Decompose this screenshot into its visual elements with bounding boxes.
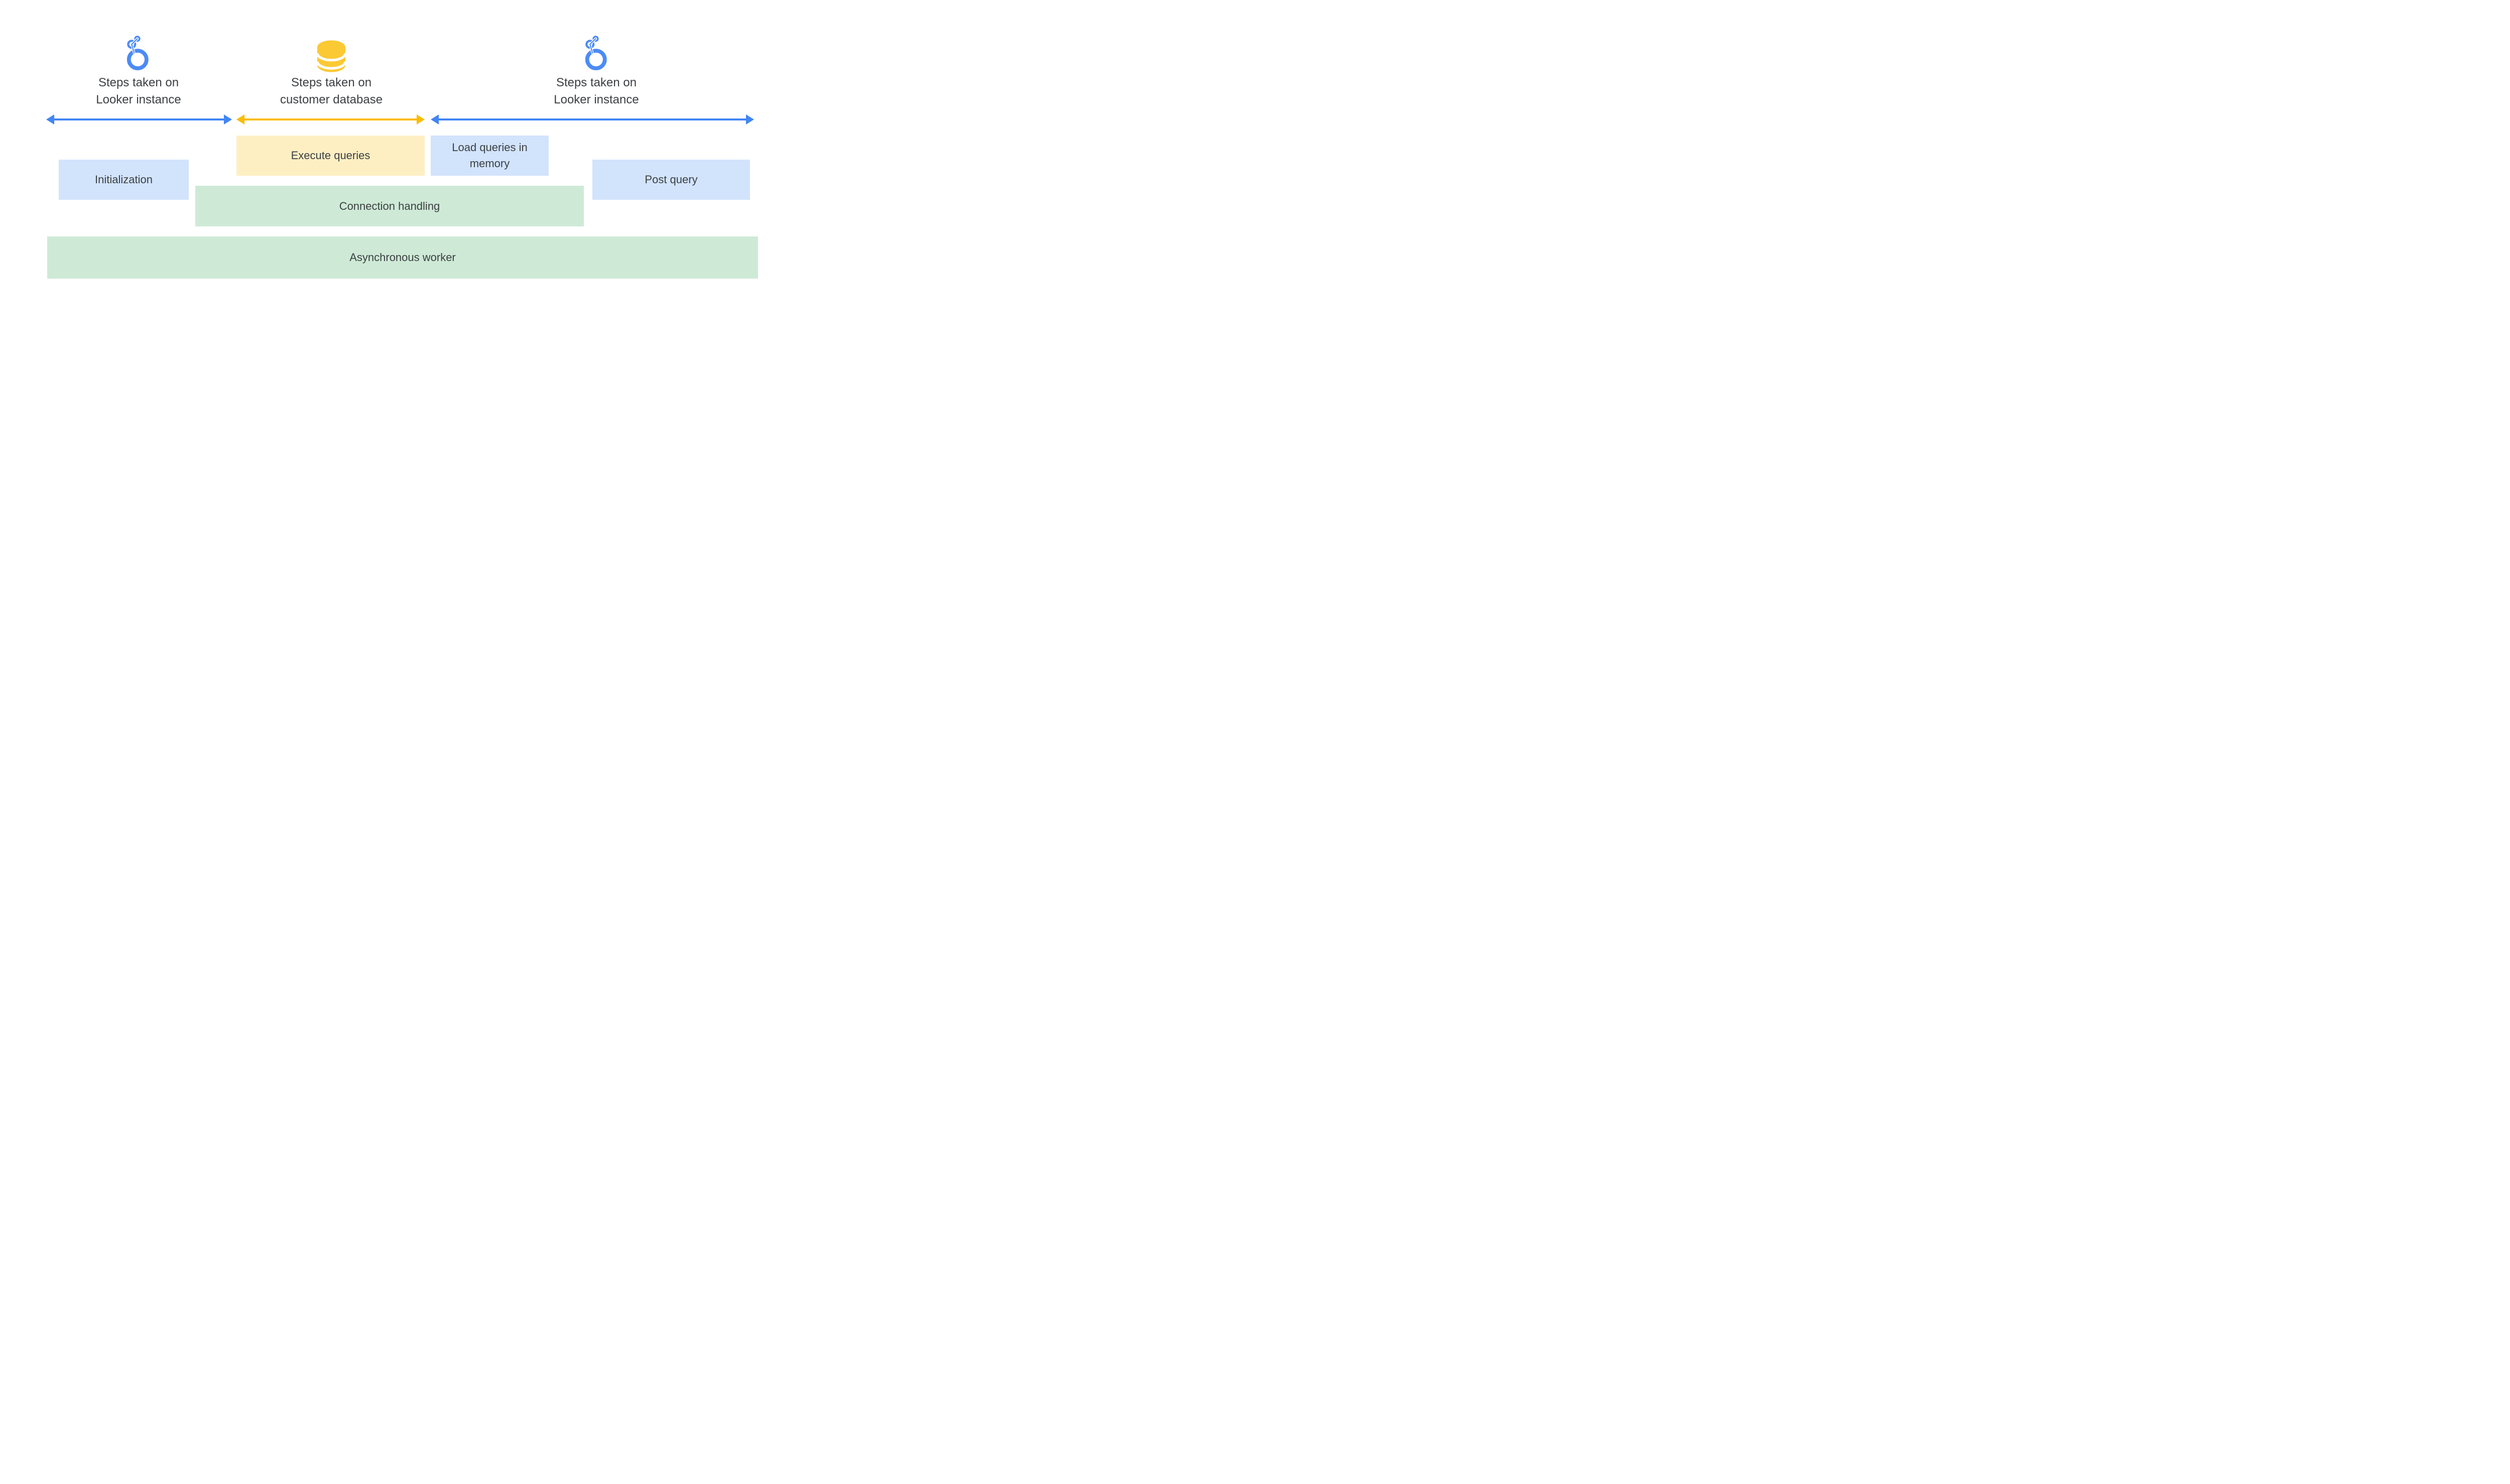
heading-line: Steps taken on [291, 76, 372, 89]
heading-line: Looker instance [96, 93, 181, 106]
step-box-execute-queries: Execute queries [236, 136, 425, 176]
arrow-shaft [244, 118, 417, 120]
arrow-shaft [439, 118, 746, 120]
step-box-label: Connection handling [339, 199, 440, 212]
database-icon [316, 40, 347, 72]
heading-line: Steps taken on [556, 76, 637, 89]
range-arrow-customer-database [236, 114, 425, 125]
step-box-label: Load queries in [452, 141, 528, 154]
arrow-head-right-icon [224, 114, 232, 125]
step-box-asynchronous-worker: Asynchronous worker [47, 236, 758, 279]
heading-line: customer database [280, 93, 383, 106]
arrow-head-left-icon [46, 114, 54, 125]
step-box-load-queries-in-memory: Load queries in memory [431, 136, 549, 176]
arrow-head-right-icon [417, 114, 425, 125]
looker-icon [127, 36, 149, 70]
arrow-head-left-icon [236, 114, 244, 125]
section-heading-customer-database: Steps taken on customer database [251, 74, 412, 108]
step-box-connection-handling: Connection handling [195, 186, 584, 226]
step-box-label: Asynchronous worker [349, 251, 456, 264]
step-box-label: Execute queries [291, 149, 370, 162]
step-box-initialization: Initialization [59, 160, 189, 200]
step-box-label: memory [469, 157, 510, 170]
range-arrow-looker-right [431, 114, 754, 125]
step-box-post-query: Post query [592, 160, 750, 200]
heading-line: Steps taken on [98, 76, 179, 89]
step-box-label: Post query [645, 173, 698, 186]
looker-icon [585, 36, 607, 70]
arrow-head-right-icon [746, 114, 754, 125]
heading-line: Looker instance [554, 93, 639, 106]
section-heading-looker-instance-left: Steps taken on Looker instance [58, 74, 219, 108]
arrow-shaft [54, 118, 224, 120]
step-box-label: Initialization [95, 173, 153, 186]
diagram-canvas: Steps taken on Looker instance Steps tak… [0, 0, 803, 297]
arrow-head-left-icon [431, 114, 439, 125]
range-arrow-looker-left [46, 114, 232, 125]
section-heading-looker-instance-right: Steps taken on Looker instance [516, 74, 677, 108]
